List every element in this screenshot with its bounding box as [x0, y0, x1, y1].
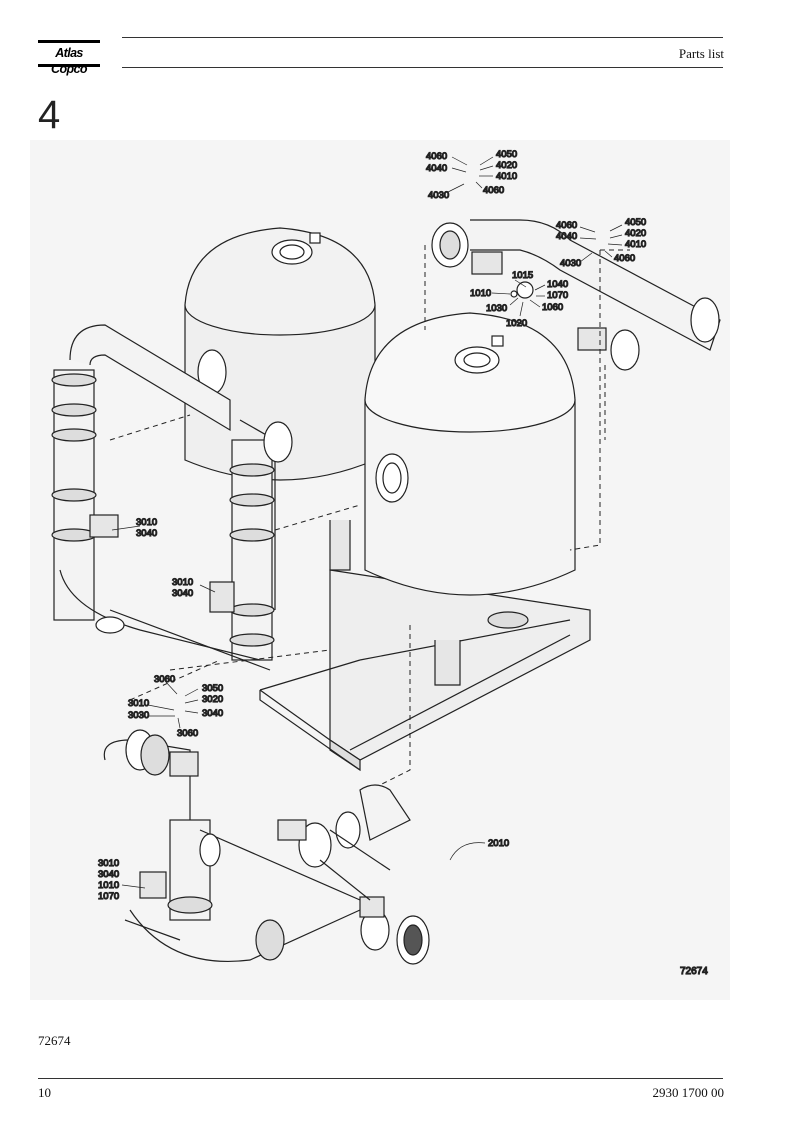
callout-4050: 4050: [496, 149, 517, 160]
callout-4060-r-b: 4060: [614, 253, 635, 264]
callout-1030: 1030: [486, 303, 507, 314]
callout-1010: 1010: [470, 288, 491, 299]
callout-4060-b: 4060: [483, 185, 504, 196]
section-number: 4: [38, 93, 61, 137]
connection-dashed-lines: [109, 245, 630, 786]
callout-3060-b: 3060: [177, 728, 198, 739]
callout-3010-d: 3010: [98, 858, 119, 869]
callout-4030: 4030: [428, 190, 449, 201]
callout-3040-a: 3040: [136, 528, 157, 539]
callout-3020: 3020: [202, 694, 223, 705]
document-number: 2930 1700 00: [652, 1085, 725, 1100]
logo-bottom-bar: [38, 64, 100, 67]
callout-1070: 1070: [547, 290, 568, 301]
callout-1040: 1040: [547, 279, 568, 290]
callout-3060: 3060: [154, 674, 175, 685]
top-right-pipe-assembly: [431, 219, 721, 371]
callout-3010-b: 3010: [172, 577, 193, 588]
callout-3010-c: 3010: [128, 698, 149, 709]
callout-1070-d: 1070: [98, 891, 119, 902]
callout-3030: 3030: [128, 710, 149, 721]
callout-4040-r: 4040: [556, 231, 577, 242]
callout-3050: 3050: [202, 683, 223, 694]
left-pipe-assembly: [51, 324, 293, 671]
logo-top-bar: [38, 40, 100, 43]
callout-3040-b: 3040: [172, 588, 193, 599]
callout-4050-r: 4050: [625, 217, 646, 228]
parts-drawing-svg: 4060 4040 4050 4020 4010 4030 4060 4060 …: [30, 140, 730, 1000]
logo-wordmark: Atlas Copco: [51, 46, 87, 76]
callout-2010: 2010: [488, 838, 509, 849]
callout-4020: 4020: [496, 160, 517, 171]
header-rule-bottom: [122, 67, 723, 68]
page-number: 10: [38, 1085, 51, 1100]
callout-3040-d: 3040: [98, 869, 119, 880]
callout-4020-r: 4020: [625, 228, 646, 239]
rear-vessel: [184, 227, 376, 481]
callout-4040: 4040: [426, 163, 447, 174]
callout-1020: 1020: [506, 318, 527, 329]
figure-reference: 72674: [38, 1033, 71, 1048]
footer-rule: [38, 1078, 723, 1079]
drawing-id: 72674: [680, 966, 708, 977]
callout-1015: 1015: [512, 270, 533, 281]
callout-leaders: [111, 156, 623, 889]
header-rule-top: [122, 37, 723, 38]
callout-1010-d: 1010: [98, 880, 119, 891]
callout-3010-a: 3010: [136, 517, 157, 528]
header-title: Parts list: [678, 46, 724, 61]
callout-4060-r: 4060: [556, 220, 577, 231]
callout-1060: 1060: [542, 302, 563, 313]
callout-4010-r: 4010: [625, 239, 646, 250]
callout-4030-r: 4030: [560, 258, 581, 269]
parts-drawing: 4060 4040 4050 4020 4010 4030 4060 4060 …: [30, 140, 730, 1000]
atlas-copco-logo: Atlas Copco: [38, 40, 100, 76]
front-vessel: [364, 312, 576, 629]
lower-pipe-assembly: [103, 729, 430, 965]
callout-4060: 4060: [426, 151, 447, 162]
callout-4010: 4010: [496, 171, 517, 182]
callout-3040-c: 3040: [202, 708, 223, 719]
